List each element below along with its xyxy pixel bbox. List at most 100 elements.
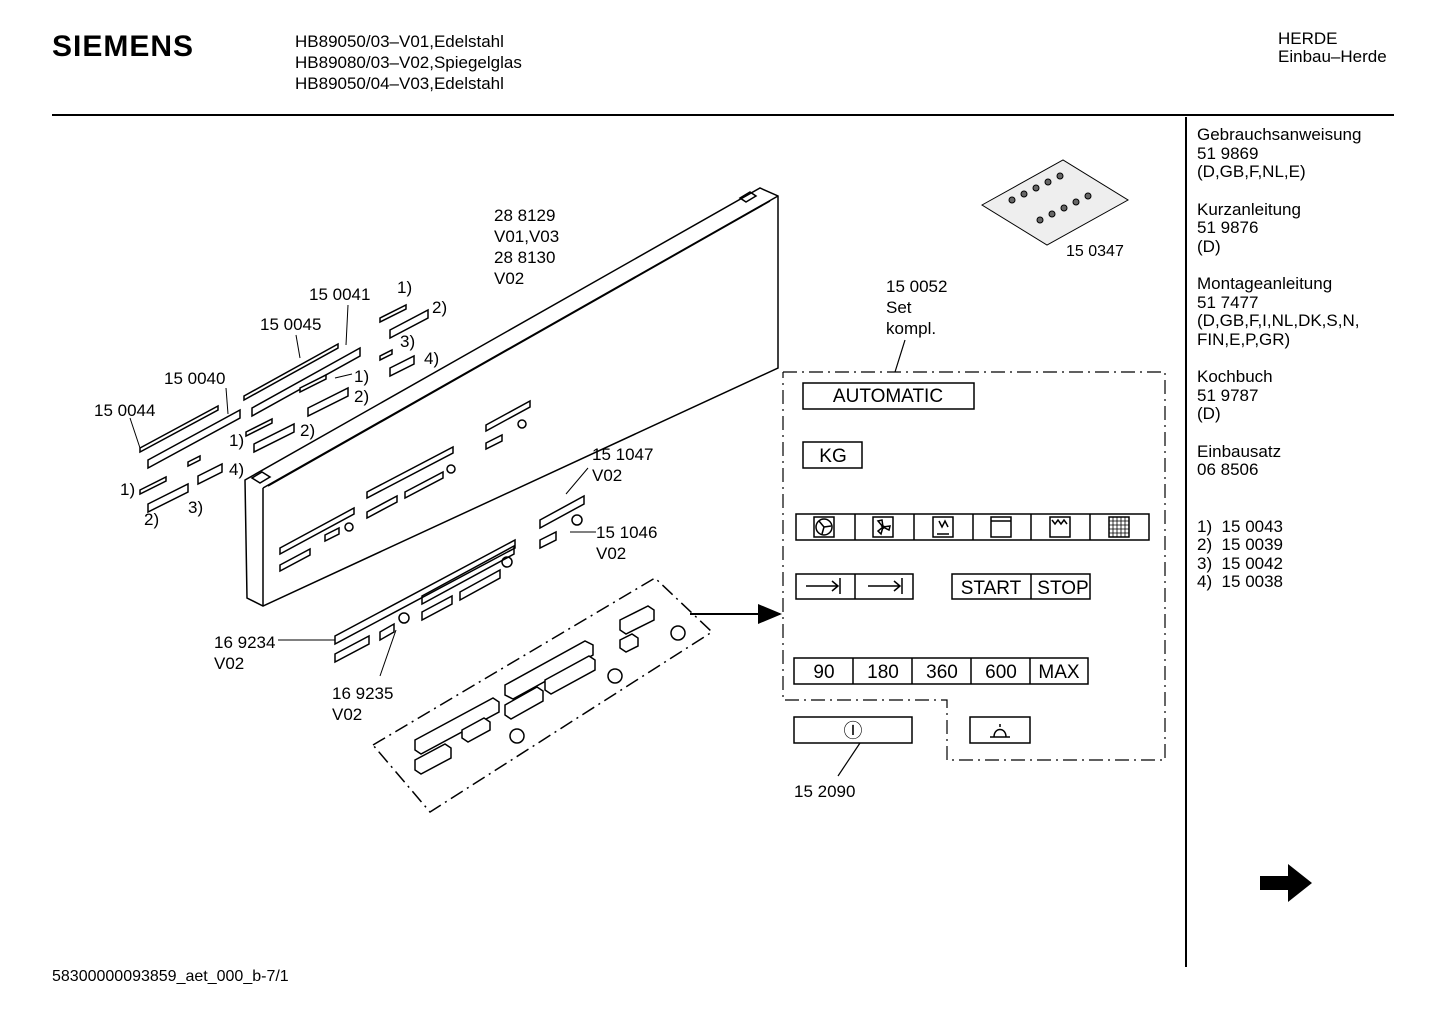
control-panel: [244, 187, 779, 607]
panel-part-label: V02: [494, 269, 524, 288]
fan-icon: [872, 516, 894, 538]
leader-lines: [129, 304, 596, 677]
doc-line: 51 9869: [1197, 143, 1259, 163]
note-ref-2: 2): [354, 387, 369, 406]
label-169235: 16 9235: [332, 684, 393, 703]
note-ref-1: 1): [229, 431, 244, 450]
doc-line: Gebrauchsanweisung: [1197, 125, 1362, 144]
time-180: 180: [867, 662, 899, 683]
duration-buttons: [795, 573, 914, 600]
note-ref-2: 2): [144, 510, 159, 529]
doc-line: Montageanleitung: [1197, 274, 1333, 293]
kg-button-frame: [802, 441, 863, 469]
label-169234-variant: V02: [214, 654, 244, 673]
label-169234: 16 9234: [214, 633, 275, 652]
power-icon: Ⓘ: [843, 720, 862, 742]
note-ref-2: 2): [300, 421, 315, 440]
front-trim: [334, 494, 585, 664]
model-line: HB89080/03–V02,Spiegelglas: [295, 53, 522, 72]
doc-line: (D): [1197, 236, 1221, 256]
label-169235-variant: V02: [332, 705, 362, 724]
sidebar-documents: Gebrauchsanweisung 51 9869 (D,GB,F,NL,E)…: [1197, 125, 1397, 592]
power-button-frame: [793, 716, 913, 744]
header-divider: [52, 114, 1394, 116]
start-stop-frame: [951, 573, 1091, 600]
oven-icon: [990, 516, 1012, 538]
note-ref-4: 4): [229, 460, 244, 479]
note-ref-1: 1): [397, 278, 412, 297]
footnote: 3) 15 0042: [1197, 553, 1284, 573]
note-ref-3: 3): [400, 332, 415, 351]
doc-line: (D,GB,F,I,NL,DK,S,N,: [1197, 311, 1360, 330]
doc-installation: Montageanleitung 51 7477 (D,GB,F,I,NL,DK…: [1197, 274, 1397, 349]
set-label: kompl.: [886, 319, 936, 338]
label-152090: 15 2090: [794, 782, 855, 801]
next-page-arrow-icon[interactable]: [1258, 860, 1314, 911]
doc-quick-guide: Kurzanleitung 51 9876 (D): [1197, 199, 1397, 257]
footnote: 1) 15 0043: [1197, 516, 1284, 536]
doc-line: Kurzanleitung: [1197, 199, 1301, 219]
doc-line: 06 8506: [1197, 460, 1259, 479]
label-150044: 15 0044: [94, 401, 155, 420]
panel-part-label: 28 8130: [494, 248, 555, 267]
doc-line: Einbausatz: [1197, 441, 1282, 461]
doc-line: Kochbuch: [1197, 367, 1273, 386]
brand-logo: SIEMENS: [52, 30, 195, 63]
model-line: HB89050/03–V01,Edelstahl: [295, 32, 504, 51]
label-151047: 15 1047: [592, 445, 653, 464]
set-label: Set: [886, 298, 912, 317]
grill-grid-icon: [1108, 516, 1130, 538]
end-time-icon: [806, 578, 841, 594]
screw-bag-label: 15 0347: [1066, 243, 1124, 260]
note-ref-4: 4): [424, 349, 439, 368]
fan-grill-icon: [813, 516, 835, 538]
footnote: 2) 15 0039: [1197, 535, 1284, 554]
note-ref-3: 3): [188, 498, 203, 517]
button-set-outline: [782, 371, 1166, 761]
model-line: HB89050/04–V03,Edelstahl: [295, 74, 504, 93]
sidebar-divider: [1185, 117, 1187, 967]
category-line: Einbau–Herde: [1278, 47, 1387, 66]
time-600: 600: [985, 662, 1017, 683]
part-labels: 28 8129 V01,V03 28 8130 V02 15 0347 15 0…: [94, 206, 1124, 801]
duration-icon: [868, 578, 903, 594]
bell-button-frame: [969, 716, 1031, 744]
label-150040: 15 0040: [164, 369, 225, 388]
time-90: 90: [813, 662, 834, 683]
doc-line: 51 7477: [1197, 292, 1259, 312]
knob-set: [371, 577, 714, 813]
bell-icon: [990, 724, 1010, 738]
footnote: 4) 15 0038: [1197, 572, 1284, 591]
doc-line: (D,GB,F,NL,E): [1197, 162, 1306, 181]
note-ref-1: 1): [354, 367, 369, 386]
automatic-label: AUTOMATIC: [833, 386, 943, 407]
category: HERDE Einbau–Herde: [1278, 30, 1387, 66]
label-150041: 15 0041: [309, 285, 370, 304]
doc-line: (D): [1197, 404, 1221, 423]
doc-line: 51 9787: [1197, 385, 1259, 405]
footnotes: 1) 15 0043 2) 15 0039 3) 15 0042 4) 15 0…: [1197, 516, 1397, 592]
doc-install-kit: Einbausatz 06 8506: [1197, 441, 1397, 480]
set-label: 15 0052: [886, 277, 947, 296]
panel-part-label: 28 8129: [494, 206, 555, 225]
note-ref-1: 1): [120, 480, 135, 499]
doc-line: FIN,E,P,GR): [1197, 329, 1291, 349]
set-leader: [894, 339, 906, 373]
label-150045: 15 0045: [260, 315, 321, 334]
label-151046: 15 1046: [596, 523, 657, 542]
automatic-button-frame: [802, 382, 975, 410]
doc-user-manual: Gebrauchsanweisung 51 9869 (D,GB,F,NL,E): [1197, 125, 1397, 182]
bottom-heat-icon: [932, 516, 954, 538]
doc-cookbook: Kochbuch 51 9787 (D): [1197, 367, 1397, 424]
panel-part-label: V01,V03: [494, 227, 559, 246]
time-buttons-frame: [793, 657, 1089, 685]
start-label: START: [961, 578, 1022, 599]
function-icons-row: [795, 513, 1150, 541]
model-list: HB89050/03–V01,Edelstahl HB89080/03–V02,…: [295, 31, 522, 94]
screw-bag: [981, 159, 1129, 246]
category-line: HERDE: [1278, 29, 1338, 48]
top-heat-icon: [1049, 516, 1071, 538]
time-360: 360: [926, 662, 958, 683]
kg-label: KG: [819, 446, 846, 467]
